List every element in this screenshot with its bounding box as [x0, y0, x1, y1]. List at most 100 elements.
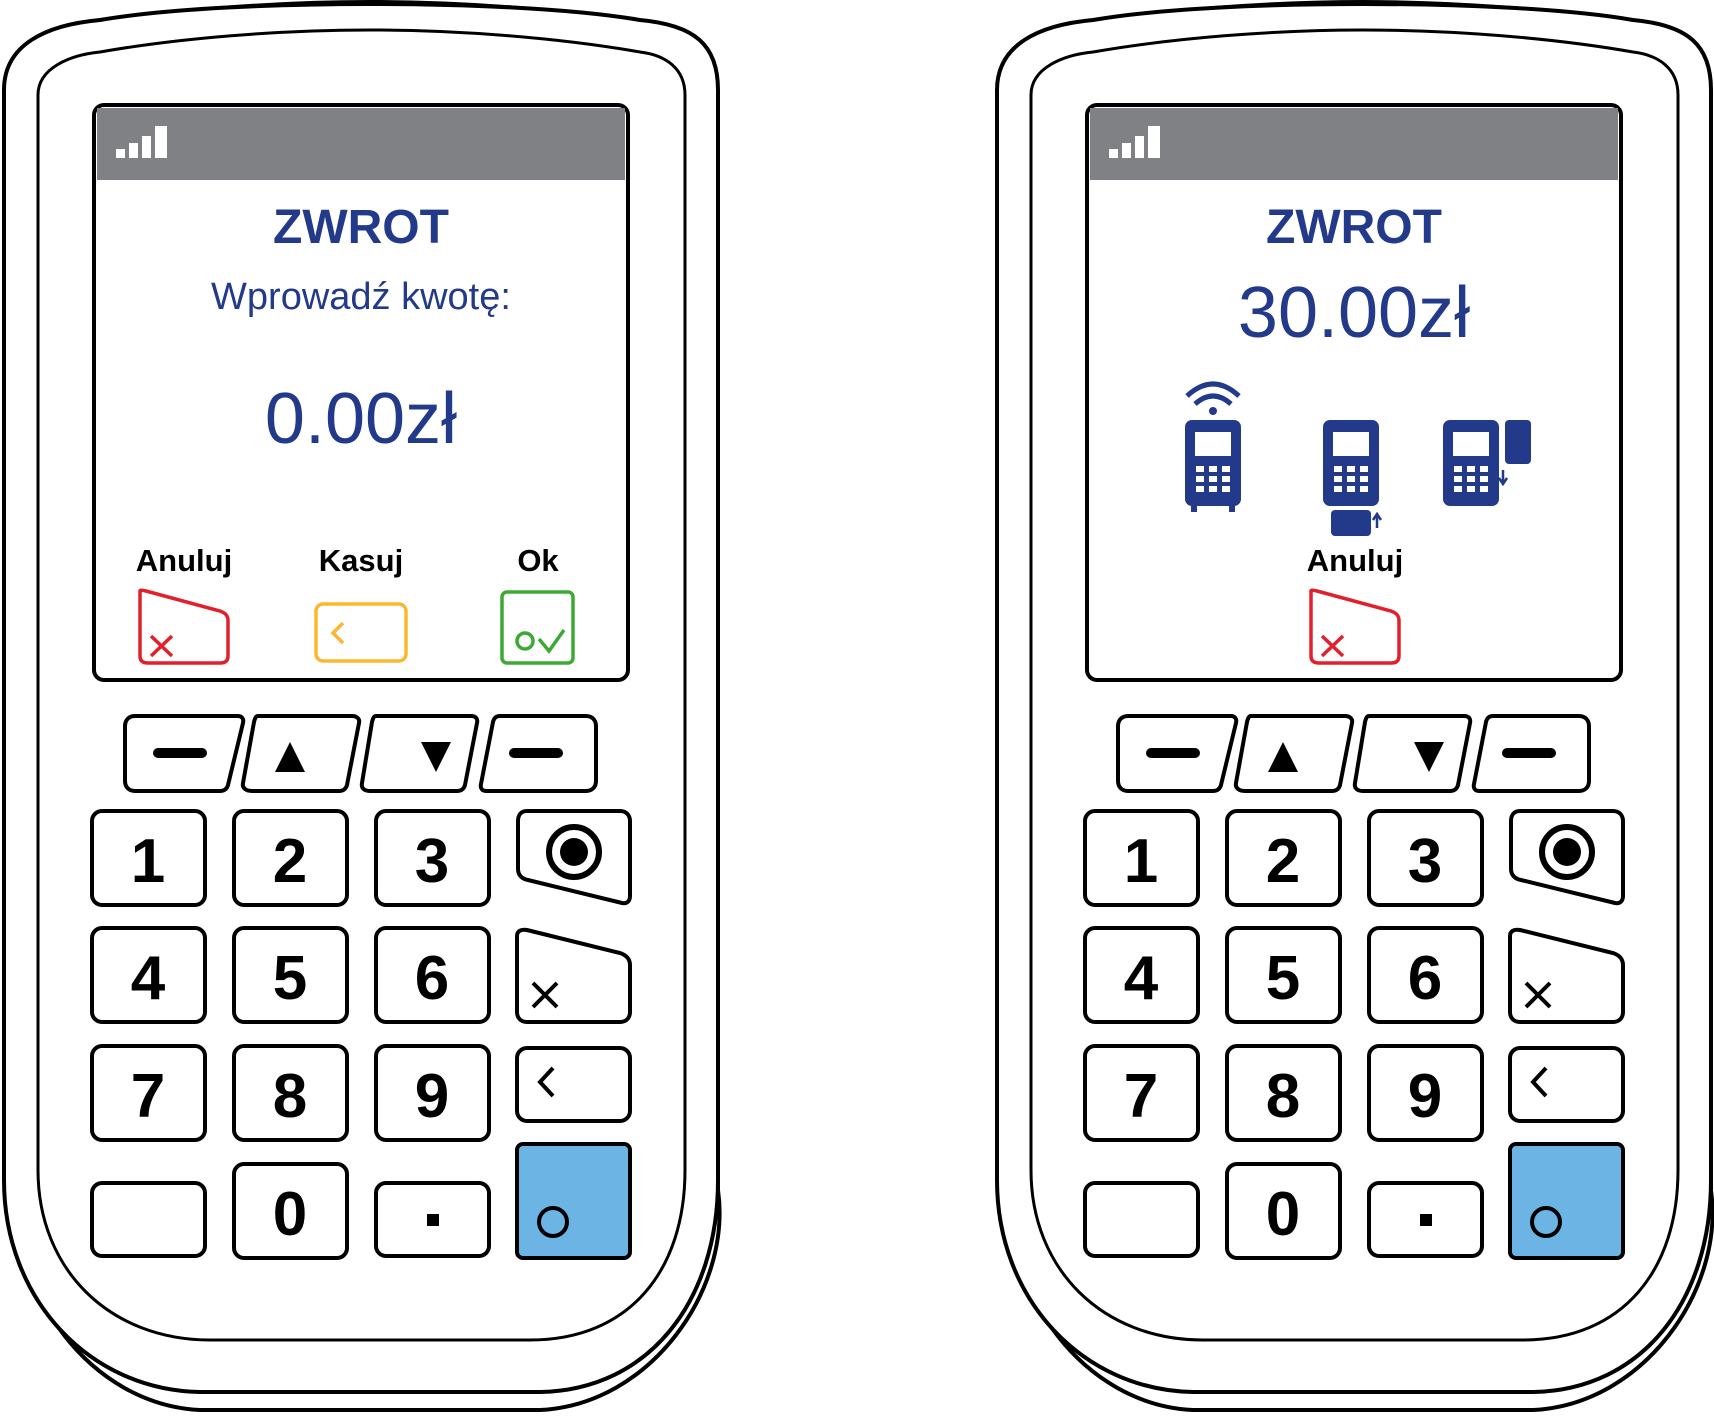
key-0-label: 0: [1266, 1180, 1300, 1249]
faceplate: [36, 28, 687, 1342]
record-icon: [1539, 824, 1595, 880]
amount-value: 30.00zł: [1237, 273, 1471, 353]
function-key-cancel[interactable]: [1508, 927, 1625, 1024]
key-9[interactable]: [1367, 1044, 1484, 1142]
magnetic-stripe-swipe-icon: [1443, 420, 1531, 506]
key-2[interactable]: [232, 809, 349, 907]
key-6-label: 6: [415, 944, 449, 1013]
key-0[interactable]: [232, 1162, 349, 1260]
key-3-label: 3: [1408, 827, 1442, 896]
signal-strength-icon: [116, 126, 167, 158]
terminal-left: 1 2 3 4 5 6 7 8 9 0 ZWROT: [0, 0, 760, 1417]
key-2-label: 2: [1266, 827, 1300, 896]
arrow-up-icon: [1268, 742, 1298, 772]
screen: [1085, 103, 1623, 682]
key-2-label: 2: [273, 827, 307, 896]
arrow-up-icon: [275, 742, 305, 772]
key-8-label: 8: [273, 1062, 307, 1131]
contactless-payment-icon: [1185, 381, 1241, 512]
terminal-right: 1 2 3 4 5 6 7 8 9 0 ZWROT 30.00zł: [993, 0, 1714, 1417]
key-blank[interactable]: [90, 1181, 207, 1258]
terminal-body: 1 2 3 4 5 6 7 8 9 0: [994, 0, 1714, 1412]
function-key-backspace[interactable]: [1508, 1046, 1625, 1123]
key-9-label: 9: [1408, 1062, 1442, 1131]
enter-circle-icon: [1530, 1206, 1562, 1238]
key-9[interactable]: [374, 1044, 491, 1142]
key-4-label: 4: [131, 944, 166, 1013]
softkey-label-ok: Ok: [517, 543, 559, 578]
nav-key-right-dash[interactable]: [478, 714, 598, 793]
key-3[interactable]: [374, 809, 491, 907]
key-1[interactable]: [90, 809, 207, 907]
key-6[interactable]: [1367, 926, 1484, 1024]
cancel-softkey-icon[interactable]: [138, 588, 230, 665]
key-8[interactable]: [1225, 1044, 1342, 1142]
function-key-enter[interactable]: [515, 1142, 632, 1260]
key-5[interactable]: [1225, 926, 1342, 1024]
key-5[interactable]: [232, 926, 349, 1024]
key-7-label: 7: [131, 1062, 165, 1131]
softkey-label-clear: Kasuj: [318, 543, 404, 578]
nav-key-left-dash[interactable]: [123, 714, 246, 793]
nav-key-right-dash[interactable]: [1471, 714, 1591, 793]
screen-title: ZWROT: [1266, 201, 1442, 254]
key-4-label: 4: [1124, 944, 1159, 1013]
function-key-record[interactable]: [1509, 809, 1625, 906]
terminal-body: 1 2 3 4 5 6 7 8 9 0: [1, 0, 722, 1412]
screen: [92, 103, 630, 682]
screen-title: ZWROT: [273, 201, 449, 254]
key-7[interactable]: [90, 1044, 207, 1142]
key-1[interactable]: [1083, 809, 1200, 907]
faceplate: [1029, 28, 1680, 1342]
arrow-down-icon: [421, 742, 451, 772]
key-4[interactable]: [90, 926, 207, 1024]
function-key-enter[interactable]: [1508, 1142, 1625, 1260]
softkey-label-cancel: Anuluj: [135, 543, 233, 578]
key-9-label: 9: [415, 1062, 449, 1131]
key-3[interactable]: [1367, 809, 1484, 907]
key-7-label: 7: [1124, 1062, 1158, 1131]
ok-softkey-icon[interactable]: [500, 590, 575, 665]
backspace-icon: [1530, 1066, 1548, 1098]
dash-icon: [153, 748, 207, 758]
key-5-label: 5: [273, 944, 307, 1013]
softkey-label-cancel: Anuluj: [1306, 543, 1404, 578]
dash-icon: [1502, 748, 1556, 758]
function-key-record[interactable]: [516, 809, 632, 906]
key-2[interactable]: [1225, 809, 1342, 907]
status-bar: [97, 108, 625, 180]
nav-key-down[interactable]: [359, 714, 480, 793]
key-8[interactable]: [232, 1044, 349, 1142]
key-6[interactable]: [374, 926, 491, 1024]
nav-key-left-dash[interactable]: [1116, 714, 1239, 793]
key-0-label: 0: [273, 1180, 307, 1249]
amount-value: 0.00zł: [264, 379, 458, 459]
backspace-icon: [537, 1066, 555, 1098]
cancel-x-icon: [531, 981, 559, 1009]
arrow-down-icon: [1414, 742, 1444, 772]
key-8-label: 8: [1266, 1062, 1300, 1131]
key-3-label: 3: [415, 827, 449, 896]
cancel-x-icon: [1524, 981, 1552, 1009]
function-key-backspace[interactable]: [515, 1046, 632, 1123]
status-bar: [1090, 108, 1618, 180]
nav-key-down[interactable]: [1352, 714, 1473, 793]
key-7[interactable]: [1083, 1044, 1200, 1142]
signal-strength-icon: [1109, 126, 1160, 158]
record-icon: [546, 824, 602, 880]
enter-circle-icon: [537, 1206, 569, 1238]
nav-key-up[interactable]: [1233, 714, 1355, 793]
key-5-label: 5: [1266, 944, 1300, 1013]
key-0[interactable]: [1225, 1162, 1342, 1260]
cancel-softkey-icon[interactable]: [1309, 588, 1401, 665]
nav-key-up[interactable]: [240, 714, 362, 793]
key-1-label: 1: [1124, 827, 1158, 896]
key-4[interactable]: [1083, 926, 1200, 1024]
key-6-label: 6: [1408, 944, 1442, 1013]
dot-icon: [427, 1214, 439, 1226]
chip-card-insert-icon: [1323, 420, 1383, 536]
function-key-cancel[interactable]: [515, 927, 632, 1024]
key-1-label: 1: [131, 827, 165, 896]
key-blank[interactable]: [1083, 1181, 1200, 1258]
backspace-softkey-icon[interactable]: [314, 602, 408, 663]
